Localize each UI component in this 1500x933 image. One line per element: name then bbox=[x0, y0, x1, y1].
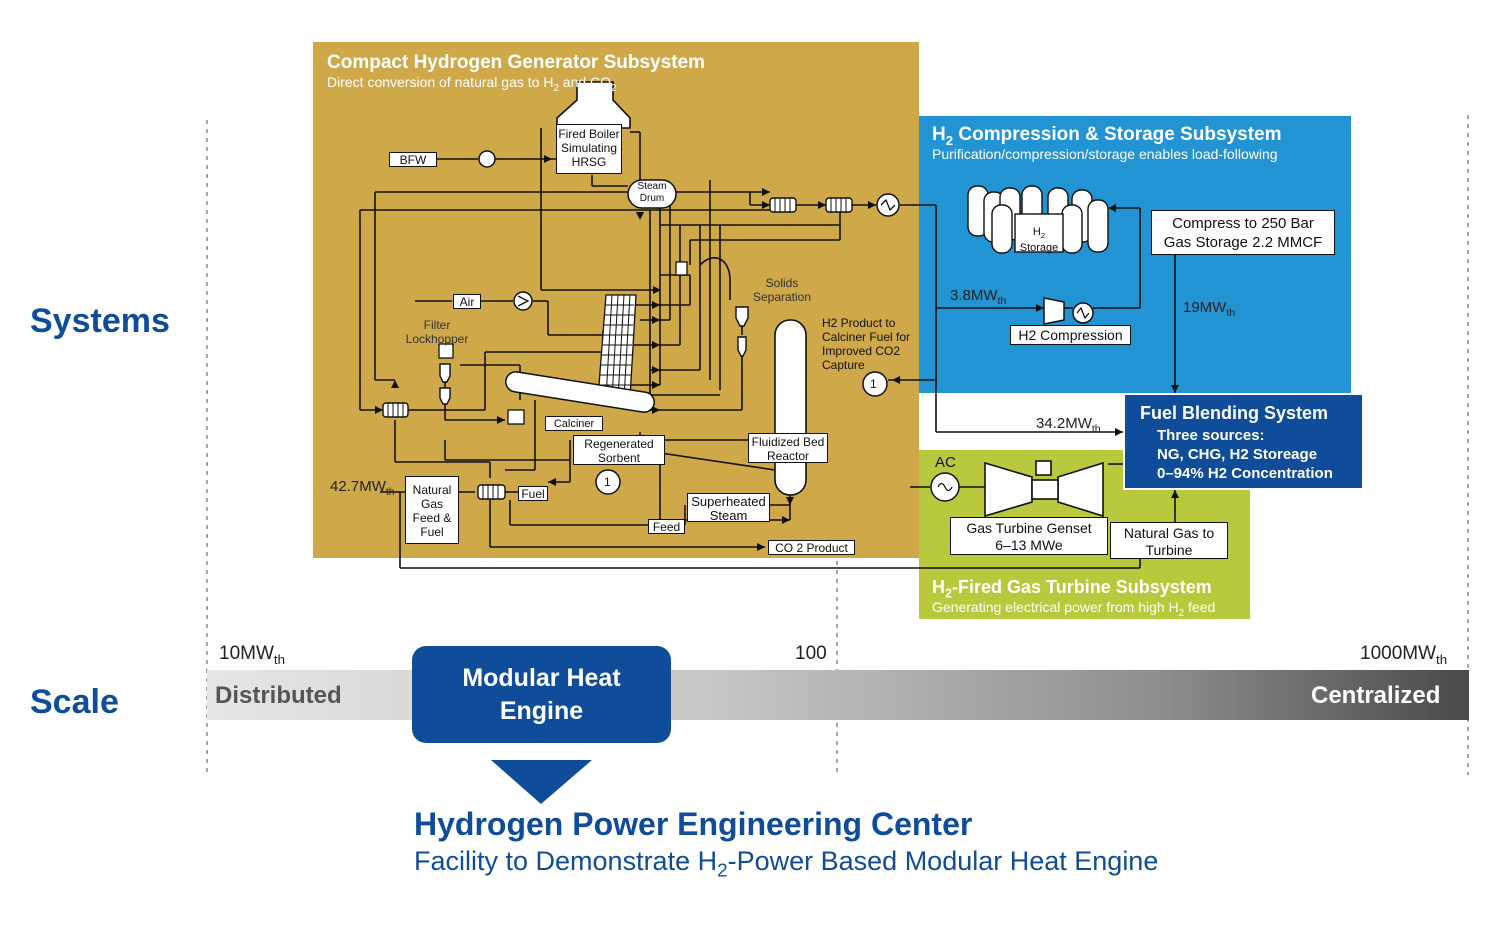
power-input-label: 42.7MWth bbox=[330, 478, 395, 498]
h2-compression-label: H2 Compression bbox=[1010, 325, 1131, 345]
solids-separation-label: Solids Separation bbox=[752, 276, 812, 304]
modular-heat-engine-line-2: Engine bbox=[499, 697, 584, 725]
footer-subtitle: Facility to Demonstrate H2-Power Based M… bbox=[414, 846, 1159, 882]
compression-title: H2 Compression & Storage Subsystem bbox=[932, 124, 1282, 148]
modular-heat-engine-line-1: Modular Heat bbox=[462, 664, 621, 692]
compression-subtitle: Purification/compression/storage enables… bbox=[932, 146, 1278, 162]
compact-generator-subtitle: Direct conversion of natural gas to H2 a… bbox=[327, 74, 617, 94]
fuel-blending-title: Fuel Blending System bbox=[1140, 403, 1329, 423]
superheated-steam-box: Superheated Steam bbox=[687, 493, 770, 523]
air-label: Air bbox=[453, 294, 481, 309]
node-one-right: 1 bbox=[870, 377, 877, 391]
natural-gas-feed-box: Natural Gas Feed & Fuel bbox=[405, 476, 459, 544]
bfw-label: BFW bbox=[389, 152, 437, 167]
co2-product-label: CO 2 Product bbox=[768, 540, 855, 555]
scale-row-label: Scale bbox=[30, 683, 119, 721]
gas-turbine-title: H2-Fired Gas Turbine Subsystem bbox=[932, 577, 1212, 601]
fuel-blending-power-label: 34.2MWth bbox=[1036, 415, 1101, 435]
calciner-label: Calciner bbox=[545, 416, 603, 431]
compact-generator-title: Compact Hydrogen Generator Subsystem bbox=[327, 52, 705, 73]
scale-tick-10: 10MWth bbox=[219, 643, 285, 667]
fuel-blending-box bbox=[1123, 393, 1364, 490]
node-one-left: 1 bbox=[604, 475, 611, 489]
ac-label: AC bbox=[935, 454, 956, 471]
fuel-blending-line-1: Three sources: bbox=[1157, 427, 1265, 444]
fired-boiler-box: Fired Boiler Simulating HRSG bbox=[556, 124, 622, 174]
fuel-blending-line-2: NG, CHG, H2 Storeage bbox=[1157, 446, 1318, 463]
scale-tick-1000: 1000MWth bbox=[1360, 643, 1448, 667]
feed-label: Feed bbox=[648, 519, 685, 534]
regenerated-sorbent-box: Regenerated Sorbent bbox=[573, 435, 665, 465]
fluidized-bed-reactor-box: Fluidized Bed Reactor bbox=[748, 433, 828, 463]
compression-power-label: 3.8MWth bbox=[950, 287, 1007, 307]
storage-power-label: 19MWth bbox=[1183, 299, 1236, 319]
scale-tick-100: 100 bbox=[795, 643, 827, 664]
fuel-blending-line-3: 0–94% H2 Concentration bbox=[1157, 465, 1333, 482]
scale-centralized-label: Centralized bbox=[1311, 682, 1441, 709]
scale-distributed-label: Distributed bbox=[215, 682, 342, 709]
footer-title: Hydrogen Power Engineering Center bbox=[414, 806, 973, 842]
gas-turbine-subtitle: Generating electrical power from high H2… bbox=[932, 599, 1216, 619]
modular-heat-engine-badge: Modular Heat Engine bbox=[412, 646, 671, 743]
fuel-label: Fuel bbox=[518, 486, 548, 501]
systems-row-label: Systems bbox=[30, 302, 170, 340]
steam-drum-label: Steam Drum bbox=[637, 181, 667, 204]
h2-product-note: H2 Product to Calciner Fuel for Improved… bbox=[822, 316, 911, 372]
filter-lockhopper-label: Filter Lockhopper bbox=[405, 318, 469, 346]
